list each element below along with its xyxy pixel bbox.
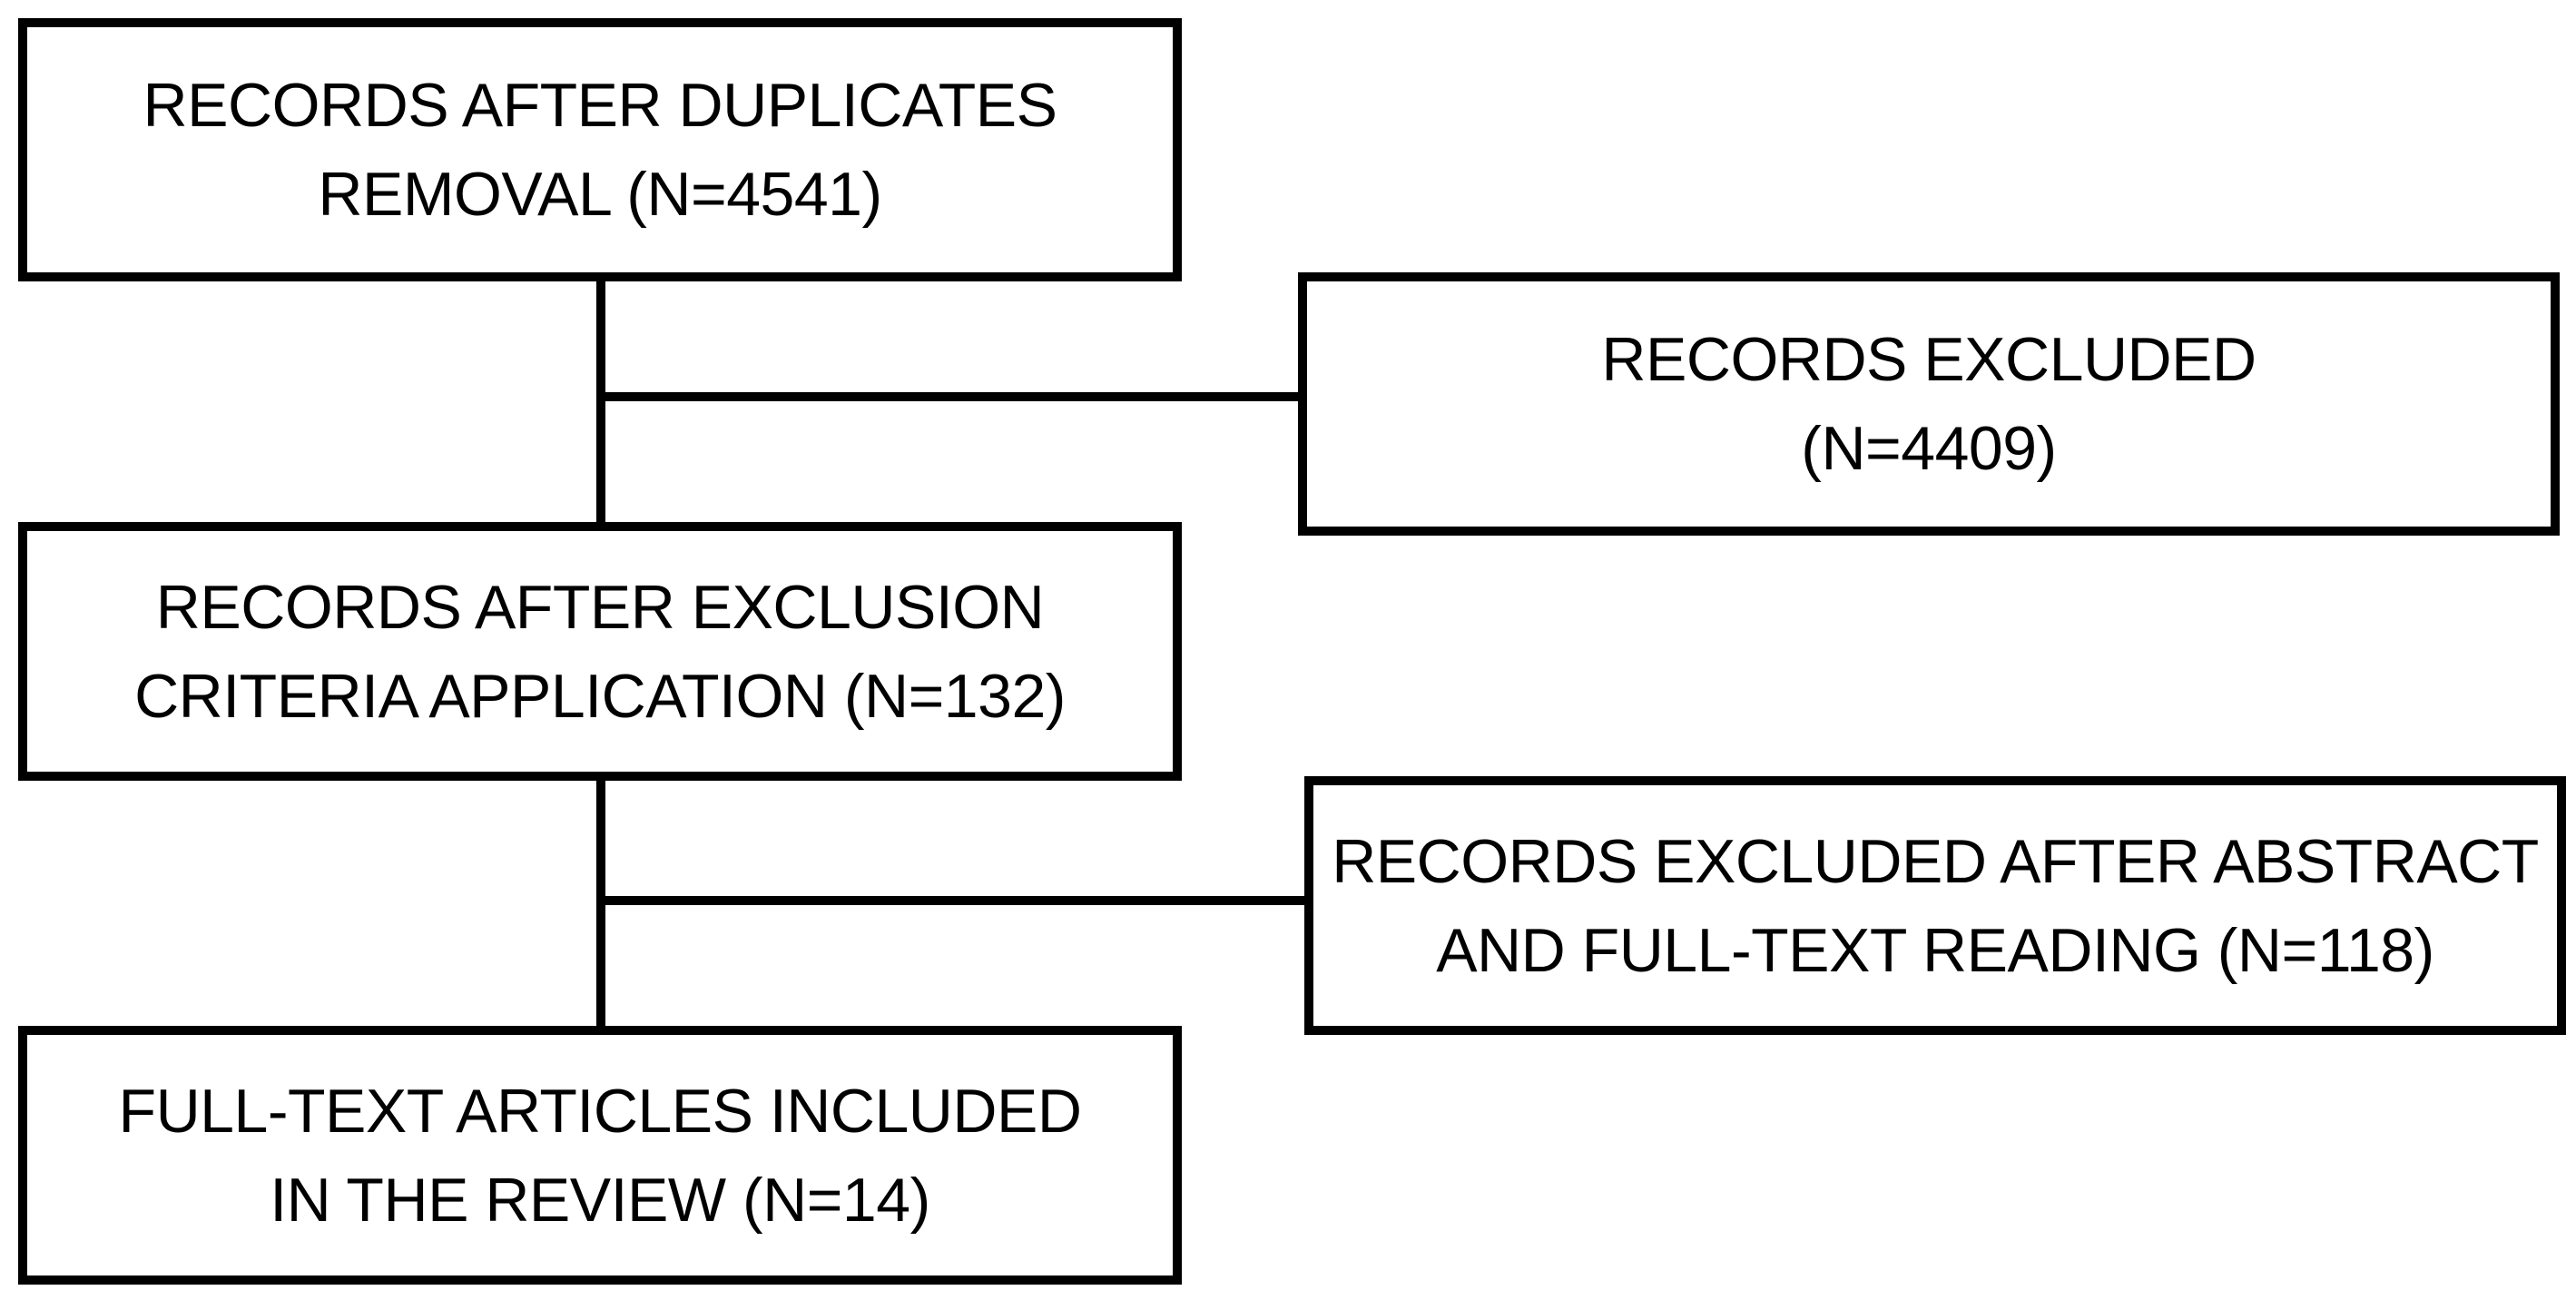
box-label-line-1: RECORDS EXCLUDED xyxy=(1601,325,2256,394)
box-records-after-exclusion-criteria: RECORDS AFTER EXCLUSION CRITERIA APPLICA… xyxy=(18,522,1182,781)
connector-vertical-1 xyxy=(596,281,605,522)
connector-branch-excluded-after-reading xyxy=(601,896,1313,905)
box-label-line-1: RECORDS EXCLUDED AFTER ABSTRACT xyxy=(1332,826,2539,896)
box-label-line-2: IN THE REVIEW (N=14) xyxy=(270,1165,930,1235)
box-records-excluded: RECORDS EXCLUDED (N=4409) xyxy=(1298,272,2560,536)
box-records-excluded-after-reading: RECORDS EXCLUDED AFTER ABSTRACT AND FULL… xyxy=(1304,776,2566,1035)
box-label-line-1: RECORDS AFTER DUPLICATES xyxy=(143,71,1057,140)
box-label-line-1: RECORDS AFTER EXCLUSION xyxy=(155,572,1045,642)
box-label-line-2: (N=4409) xyxy=(1801,414,2057,483)
box-label-line-1: FULL-TEXT ARTICLES INCLUDED xyxy=(118,1076,1082,1146)
box-records-after-duplicates-removal: RECORDS AFTER DUPLICATES REMOVAL (N=4541… xyxy=(18,18,1182,281)
box-label-line-2: AND FULL-TEXT READING (N=118) xyxy=(1436,915,2434,985)
box-label-line-2: REMOVAL (N=4541) xyxy=(318,160,882,229)
box-full-text-articles-included: FULL-TEXT ARTICLES INCLUDED IN THE REVIE… xyxy=(18,1026,1182,1285)
box-label-line-2: CRITERIA APPLICATION (N=132) xyxy=(134,661,1066,731)
connector-branch-excluded xyxy=(601,392,1307,401)
